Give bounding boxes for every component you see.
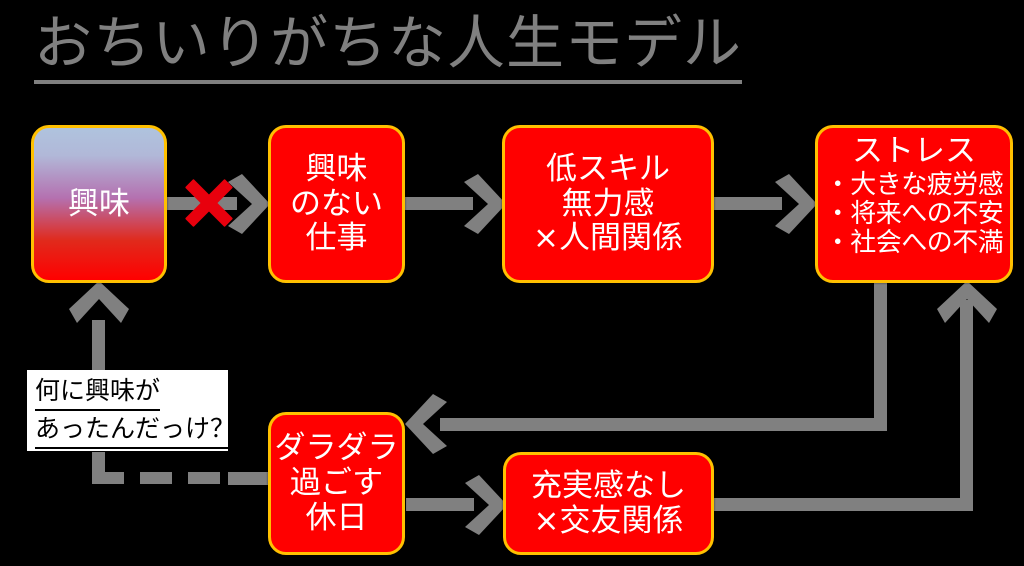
arrowhead-boringjob-to-lowskill: [464, 174, 506, 234]
connector-lowskill-to-stress-shaft: [714, 197, 782, 210]
connector-nofulfillment-right-segment: [713, 498, 973, 511]
arrowhead-lazyholiday-to-nofulfillment: [465, 475, 507, 535]
arrowhead-interest-to-boringjob: [228, 174, 270, 234]
node-lazy-holiday-line-0: ダラダラ: [274, 430, 399, 467]
arrowhead-nofulfillment-to-stress: [937, 281, 997, 323]
node-interest[interactable]: 興味: [31, 125, 167, 283]
node-boring-job[interactable]: 興味 のない 仕事: [268, 125, 405, 283]
node-low-skill-line-1: 無力感: [561, 185, 655, 222]
node-stress-bullet-2: ・社会への不満: [824, 227, 1004, 258]
node-lazy-holiday[interactable]: ダラダラ 過ごす 休日: [268, 412, 405, 555]
connector-stress-left-segment: [440, 418, 887, 431]
node-boring-job-line-0: 興味: [305, 150, 368, 187]
node-low-skill-line-2: ×人間関係: [533, 220, 683, 257]
node-boring-job-line-2: 仕事: [305, 220, 368, 257]
callout-line-1: あったんだっけ？: [35, 411, 236, 449]
node-no-fulfillment[interactable]: 充実感なし ×交友関係: [503, 452, 714, 555]
node-boring-job-line-1: のない: [290, 185, 383, 222]
node-stress-bullet-1: ・将来への不安: [824, 198, 1004, 229]
node-no-fulfillment-line-0: 充実感なし: [531, 467, 686, 504]
arrowhead-stress-to-lazyholiday: [405, 394, 447, 454]
connector-recall-dashed-line: [92, 472, 267, 484]
node-no-fulfillment-line-1: ×交友関係: [533, 502, 684, 539]
node-stress-heading: ストレス: [852, 133, 976, 169]
connector-lazyholiday-to-nofulfillment-shaft: [406, 498, 474, 511]
callout-line-0: 何に興味が: [35, 373, 161, 411]
connector-boringjob-to-lowskill-shaft: [405, 197, 473, 210]
arrowhead-lowskill-to-stress: [775, 174, 817, 234]
blocked-x-icon: [182, 176, 236, 230]
node-interest-line-0: 興味: [68, 185, 130, 222]
callout-recall-interest: 何に興味が あったんだっけ？: [27, 370, 236, 451]
node-low-skill[interactable]: 低スキル 無力感 ×人間関係: [502, 125, 714, 283]
page-title: おちいりがちな人生モデル: [34, 10, 743, 84]
node-lazy-holiday-line-2: 休日: [305, 499, 368, 536]
node-lazy-holiday-line-1: 過ごす: [289, 465, 384, 502]
connector-recall-vertical-lower: [92, 452, 105, 476]
node-stress[interactable]: ストレス ・大きな疲労感 ・将来への不安 ・社会への不満: [815, 125, 1013, 283]
node-stress-bullet-0: ・大きな疲労感: [824, 169, 1004, 200]
connector-nofulfillment-up-segment: [960, 300, 973, 511]
node-low-skill-line-0: 低スキル: [546, 150, 670, 187]
arrowhead-recall-to-interest: [69, 281, 129, 323]
connector-stress-down-segment: [874, 283, 887, 431]
